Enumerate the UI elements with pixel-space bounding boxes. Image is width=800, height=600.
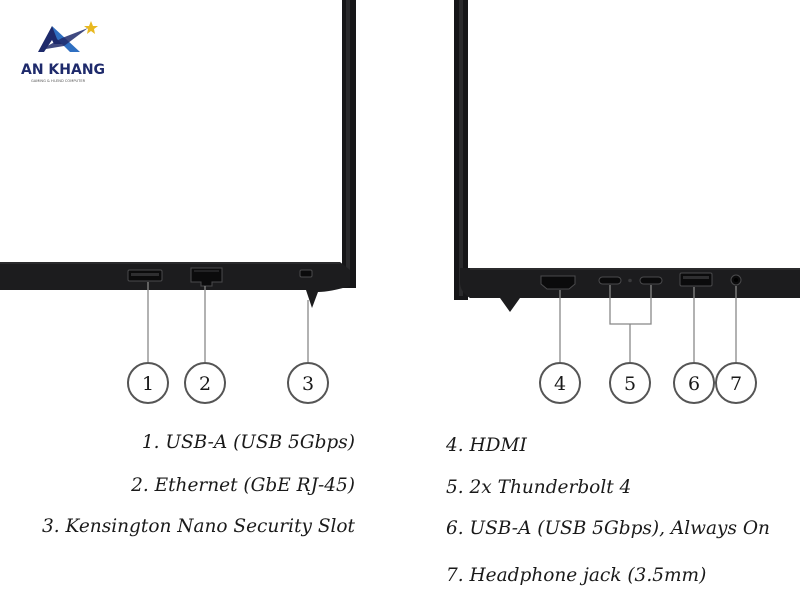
callout-number: 1 bbox=[142, 373, 154, 395]
brand-logo: AN KHANG GAMING & HI-END COMPUTER bbox=[21, 21, 105, 83]
left-base bbox=[0, 262, 350, 308]
right-base bbox=[460, 268, 800, 312]
callout-number: 3 bbox=[302, 373, 314, 395]
logo-mark-left bbox=[38, 26, 62, 52]
callout-number: 7 bbox=[730, 373, 742, 395]
callouts: 1 2 3 4 5 6 7 bbox=[127, 362, 757, 404]
callout-6: 6 bbox=[673, 362, 715, 404]
port-label-headphone-jack: 7. Headphone jack (3.5mm) bbox=[446, 565, 707, 586]
callout-5: 5 bbox=[609, 362, 651, 404]
port-label-hdmi: 4. HDMI bbox=[446, 435, 527, 456]
callout-number: 4 bbox=[554, 373, 566, 395]
hdmi-port bbox=[540, 275, 576, 290]
ethernet-port bbox=[190, 267, 223, 287]
logo-swoosh bbox=[40, 28, 88, 50]
callout-3: 3 bbox=[287, 362, 329, 404]
callout-2: 2 bbox=[184, 362, 226, 404]
port-label-usb-a: 1. USB-A (USB 5Gbps) bbox=[141, 432, 355, 453]
port-label-ethernet: 2. Ethernet (GbE RJ-45) bbox=[131, 475, 355, 496]
star-icon bbox=[84, 21, 98, 34]
callout-number: 6 bbox=[688, 373, 700, 395]
leader-lines bbox=[147, 282, 737, 362]
port-label-usb-a-always-on: 6. USB-A (USB 5Gbps), Always On bbox=[446, 518, 770, 539]
left-side-view bbox=[0, 0, 356, 308]
kensington-slot bbox=[299, 269, 313, 278]
right-side-view bbox=[454, 0, 800, 312]
usb-a-port bbox=[679, 272, 713, 287]
callout-7: 7 bbox=[715, 362, 757, 404]
callout-4: 4 bbox=[539, 362, 581, 404]
logo-brand-text: AN KHANG bbox=[21, 62, 105, 78]
port-label-thunderbolt: 5. 2x Thunderbolt 4 bbox=[446, 477, 632, 498]
logo-tagline: GAMING & HI-END COMPUTER bbox=[31, 79, 86, 83]
callout-1: 1 bbox=[127, 362, 169, 404]
status-led bbox=[628, 278, 632, 283]
thunderbolt-port bbox=[639, 276, 663, 285]
port-label-kensington: 3. Kensington Nano Security Slot bbox=[42, 516, 355, 537]
callout-number: 5 bbox=[624, 373, 636, 395]
callout-number: 2 bbox=[199, 373, 211, 395]
thunderbolt-port bbox=[598, 276, 622, 285]
